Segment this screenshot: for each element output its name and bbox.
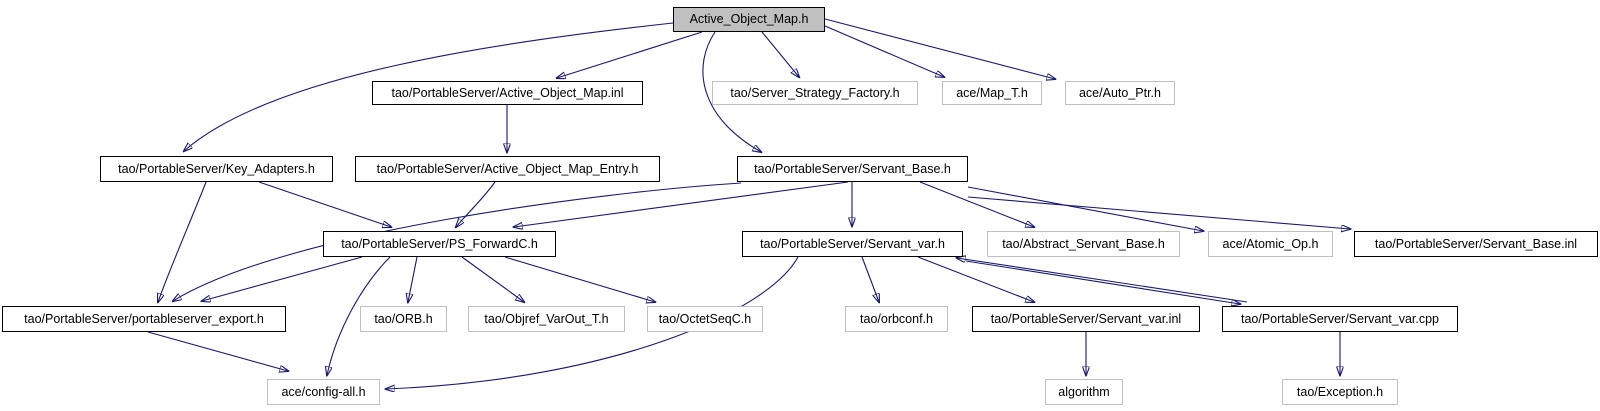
edge-root-to-server-strategy-factory	[761, 31, 799, 77]
node-active-object-map-inl[interactable]: tao/PortableServer/Active_Object_Map.inl	[372, 81, 643, 105]
edge-root-to-map-t	[824, 25, 944, 77]
node-key-adapters[interactable]: tao/PortableServer/Key_Adapters.h	[100, 156, 333, 182]
edge-root-to-key-adapters	[184, 22, 674, 151]
edge-servant-var-cpp-to-servant-var	[957, 258, 1248, 303]
edge-servant-var-to-config-all	[386, 256, 799, 389]
node-ps-forwardc[interactable]: tao/PortableServer/PS_ForwardC.h	[323, 231, 556, 257]
edge-root-to-auto-ptr	[824, 18, 1055, 79]
node-abstract-servant-base[interactable]: tao/Abstract_Servant_Base.h	[987, 231, 1180, 257]
edge-servant-base-to-export	[173, 182, 742, 301]
edge-ps-forwardc-to-config-all	[327, 256, 391, 375]
edge-ps-forwardc-to-octetseqc	[504, 256, 655, 302]
edge-ps-forwardc-to-objref-varout	[461, 256, 524, 302]
node-octetseqc[interactable]: tao/OctetSeqC.h	[647, 306, 763, 332]
node-server-strategy-factory[interactable]: tao/Server_Strategy_Factory.h	[712, 81, 918, 105]
node-servant-base-inl[interactable]: tao/PortableServer/Servant_Base.inl	[1354, 231, 1598, 257]
edge-servant-base-to-servant-base-inl	[967, 196, 1350, 229]
edge-export-to-config-all	[147, 331, 288, 371]
edge-key-adapters-to-export	[158, 181, 207, 302]
node-servant-var-inl[interactable]: tao/PortableServer/Servant_var.inl	[972, 306, 1200, 332]
node-orbconf[interactable]: tao/orbconf.h	[845, 306, 948, 332]
node-auto-ptr[interactable]: ace/Auto_Ptr.h	[1065, 81, 1175, 105]
edge-aom-entry-to-ps-forwardc	[456, 181, 496, 227]
node-objref-varout-t[interactable]: tao/Objref_VarOut_T.h	[468, 306, 625, 332]
node-servant-var-cpp[interactable]: tao/PortableServer/Servant_var.cpp	[1222, 306, 1458, 332]
node-orb-h[interactable]: tao/ORB.h	[360, 306, 447, 332]
node-atomic-op[interactable]: ace/Atomic_Op.h	[1208, 231, 1333, 257]
edge-servant-var-to-servant-var-inl	[917, 256, 1034, 302]
edge-servant-base-to-abstract-servant-base	[919, 181, 1034, 227]
edge-key-adapters-to-ps-forwardc	[258, 181, 391, 227]
edge-ps-forwardc-to-orb	[408, 256, 418, 302]
node-active-object-map-entry[interactable]: tao/PortableServer/Active_Object_Map_Ent…	[355, 156, 660, 182]
node-exception-h[interactable]: tao/Exception.h	[1282, 379, 1398, 405]
edge-servant-var-to-orbconf	[861, 256, 879, 302]
edge-servant-base-to-ps-forwardc	[514, 181, 849, 227]
edge-servant-var-to-servant-var-cpp	[965, 260, 1240, 304]
node-portableserver-export[interactable]: tao/PortableServer/portableserver_export…	[2, 306, 286, 332]
node-map-t[interactable]: ace/Map_T.h	[942, 81, 1042, 105]
edge-servant-base-to-atomic-op	[967, 186, 1203, 231]
node-active-object-map-h[interactable]: Active_Object_Map.h	[673, 7, 825, 32]
node-config-all[interactable]: ace/config-all.h	[267, 379, 380, 405]
node-servant-base-h[interactable]: tao/PortableServer/Servant_Base.h	[737, 156, 968, 182]
edge-ps-forwardc-to-export	[202, 256, 363, 301]
node-algorithm[interactable]: algorithm	[1045, 379, 1123, 405]
node-servant-var-h[interactable]: tao/PortableServer/Servant_var.h	[742, 231, 963, 257]
edge-root-to-servant-base	[702, 31, 761, 152]
edge-root-to-active-object-map-inl	[557, 31, 703, 78]
